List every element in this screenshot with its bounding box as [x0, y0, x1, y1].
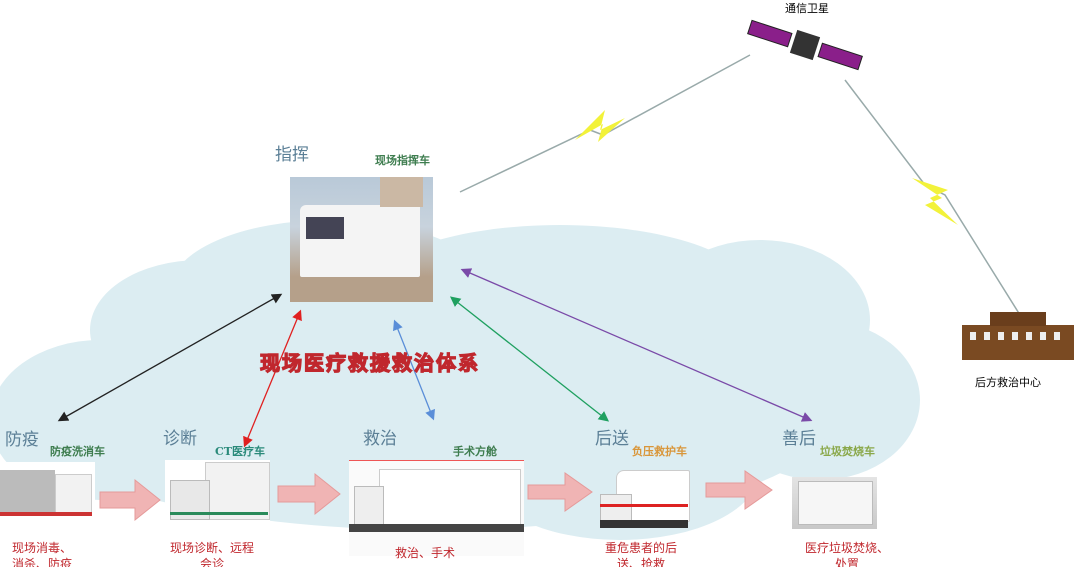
caption-evacuation: 重危患者的后送、抢救: [605, 541, 678, 567]
ct-vehicle-image: [165, 460, 270, 530]
stage-label-evacuation: 后送: [595, 429, 629, 449]
vehicle-label-disinfection: 防疫洗消车: [50, 445, 105, 458]
stage-label-epidemic: 防疫: [5, 430, 39, 450]
stage-label-diagnosis: 诊断: [163, 429, 197, 449]
vehicle-label-ct: CT医疗车: [215, 445, 265, 458]
vehicle-label-incinerator: 垃圾焚烧车: [820, 445, 875, 458]
ambulance-image: [598, 466, 693, 533]
satellite-icon: [747, 19, 863, 71]
caption-epidemic: 现场消毒、消杀、防疫: [12, 541, 73, 567]
vehicle-label-ambulance: 负压救护车: [632, 445, 687, 458]
satellite-links: [459, 54, 1021, 316]
stage-label-aftercare: 善后: [782, 429, 816, 449]
vehicle-label-surgery: 手术方舱: [453, 445, 497, 458]
command-links: [57, 268, 813, 448]
satellite-label: 通信卫星: [785, 2, 829, 15]
caption-aftercare: 医疗垃圾焚烧、处置: [805, 541, 890, 567]
system-title: 现场医疗救援救治体系: [260, 351, 480, 375]
stage-label-treatment: 救治: [363, 429, 397, 449]
rear-center-label: 后方救治中心: [975, 376, 1041, 389]
command-vehicle-image: [290, 177, 433, 302]
caption-diagnosis: 现场诊断、远程会诊: [170, 541, 255, 567]
surgery-cabin-image: [349, 460, 524, 556]
command-stage-label: 指挥: [275, 145, 309, 165]
caption-treatment: 救治、手术: [395, 546, 456, 560]
disinfection-truck-image: [0, 462, 95, 527]
command-vehicle-label: 现场指挥车: [375, 154, 430, 167]
building-icon: [962, 312, 1074, 360]
flow-arrows: [99, 470, 773, 522]
incinerator-image: [792, 477, 877, 529]
